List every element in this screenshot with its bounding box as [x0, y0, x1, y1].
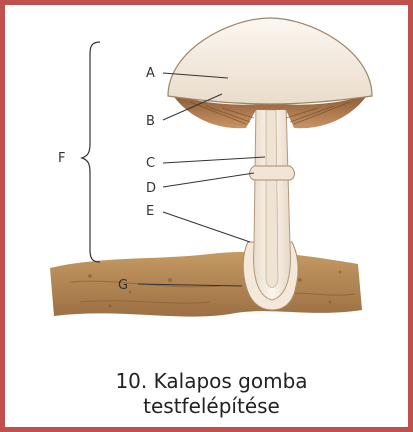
mushroom-diagram: A B C D E F G	[10, 10, 413, 370]
caption-line-2: testfelépítése	[10, 394, 413, 419]
label-c: C	[146, 156, 155, 171]
ring	[250, 166, 295, 180]
fruiting-body-bracket	[82, 42, 100, 262]
stem-hollow	[266, 110, 278, 288]
cap	[168, 18, 372, 104]
label-b: B	[146, 114, 155, 129]
label-d: D	[146, 181, 156, 196]
caption-line-1: 10. Kalapos gomba	[10, 369, 413, 394]
label-f: F	[58, 151, 65, 166]
figure-caption: 10. Kalapos gomba testfelépítése	[10, 369, 413, 419]
label-a: A	[146, 66, 155, 81]
label-g: G	[118, 278, 128, 293]
label-e: E	[146, 204, 154, 219]
